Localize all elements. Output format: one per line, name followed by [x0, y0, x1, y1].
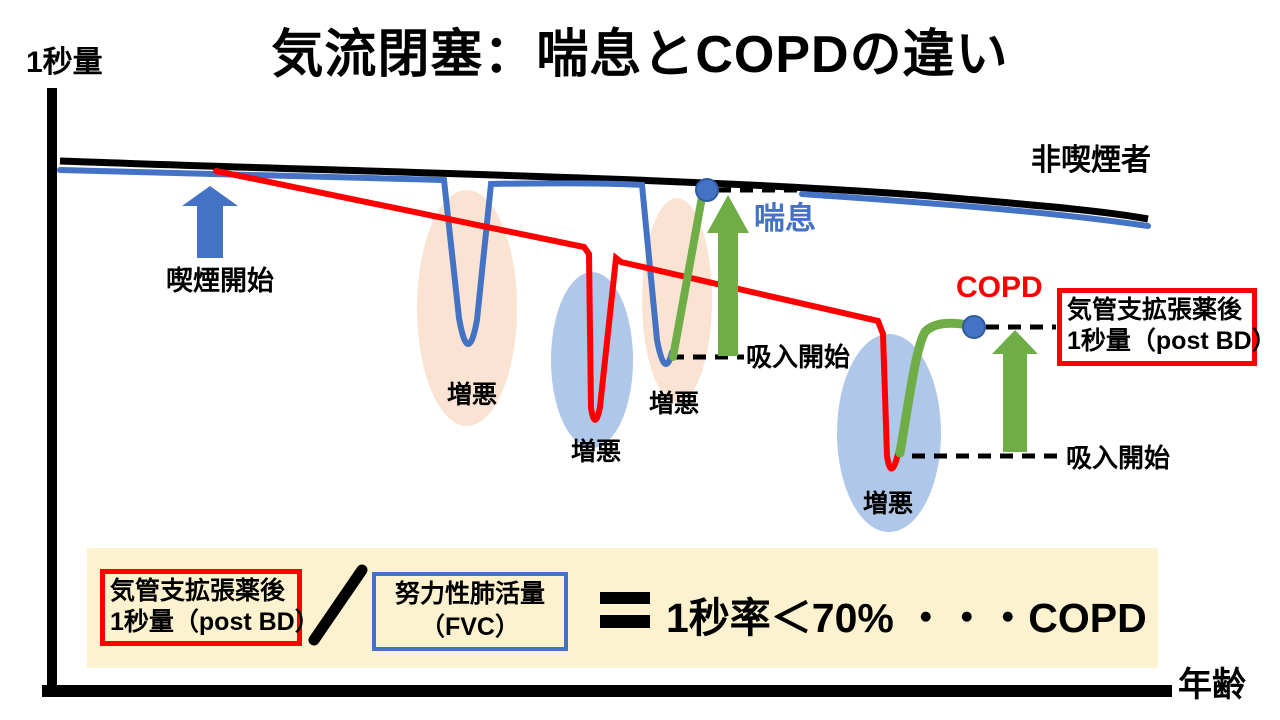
copd-improvement-arrow — [992, 330, 1038, 452]
asthma-label: 喘息 — [754, 201, 816, 236]
smoking-start-arrow — [182, 186, 238, 258]
copd-recovery-curve — [895, 318, 973, 458]
nonsmoker-curve — [59, 157, 1149, 223]
formula-denominator-line1: 努力性肺活量 — [394, 580, 545, 608]
exacerbation-label-2: 増悪 — [571, 438, 622, 466]
asthma-curve-after-treatment — [799, 191, 1151, 229]
copd-postbd-dot — [962, 315, 986, 339]
post-bd-box-line2: 1秒量（post BD） — [1067, 327, 1277, 356]
inhalation-start-label-asthma: 吸入開始 — [746, 342, 851, 372]
asthma-improvement-arrow — [707, 195, 749, 356]
copd-curve — [213, 168, 905, 472]
exacerbation-label-4: 増悪 — [863, 490, 914, 518]
page-title: 気流閉塞：喘息とCOPDの違い — [271, 26, 1009, 84]
copd-label: COPD — [956, 271, 1043, 304]
formula-numerator-box: 気管支拡張薬後 1秒量（post BD） — [100, 569, 320, 646]
asthma-recovery-line — [669, 193, 706, 361]
exacerbation-label-3: 増悪 — [649, 390, 700, 418]
y-axis — [47, 88, 57, 694]
exacerbation-label-1: 増悪 — [447, 381, 498, 409]
x-axis — [42, 685, 1172, 697]
formula-result: 1秒率＜70% ・・・COPD — [666, 595, 1147, 641]
y-axis-label: 1秒量 — [26, 46, 103, 79]
formula-denominator-box: 努力性肺活量 （FVC） — [372, 572, 568, 651]
x-axis-label: 年齢 — [1178, 666, 1246, 704]
post-bd-annotation-box: 気管支拡張薬後 1秒量（post BD） — [1057, 288, 1277, 366]
post-bd-box-line1: 気管支拡張薬後 — [1067, 296, 1243, 324]
nonsmoker-label: 非喫煙者 — [1031, 144, 1151, 177]
asthma-curve — [57, 167, 675, 367]
formula-numerator-line2: 1秒量（post BD） — [110, 608, 320, 637]
formula-denominator-line2: （FVC） — [419, 612, 520, 641]
equals-bar-top — [600, 592, 650, 604]
smoking-start-label: 喫煙開始 — [166, 266, 274, 296]
asthma-recovered-dot — [695, 178, 719, 202]
formula-band-background — [87, 548, 1158, 668]
divide-slash — [308, 564, 368, 646]
formula-numerator-line1: 気管支拡張薬後 — [110, 577, 286, 605]
inhalation-start-label-copd: 吸入開始 — [1066, 443, 1171, 473]
exacerbation-ellipse-1 — [417, 190, 517, 426]
equals-bar-bottom — [600, 615, 650, 628]
